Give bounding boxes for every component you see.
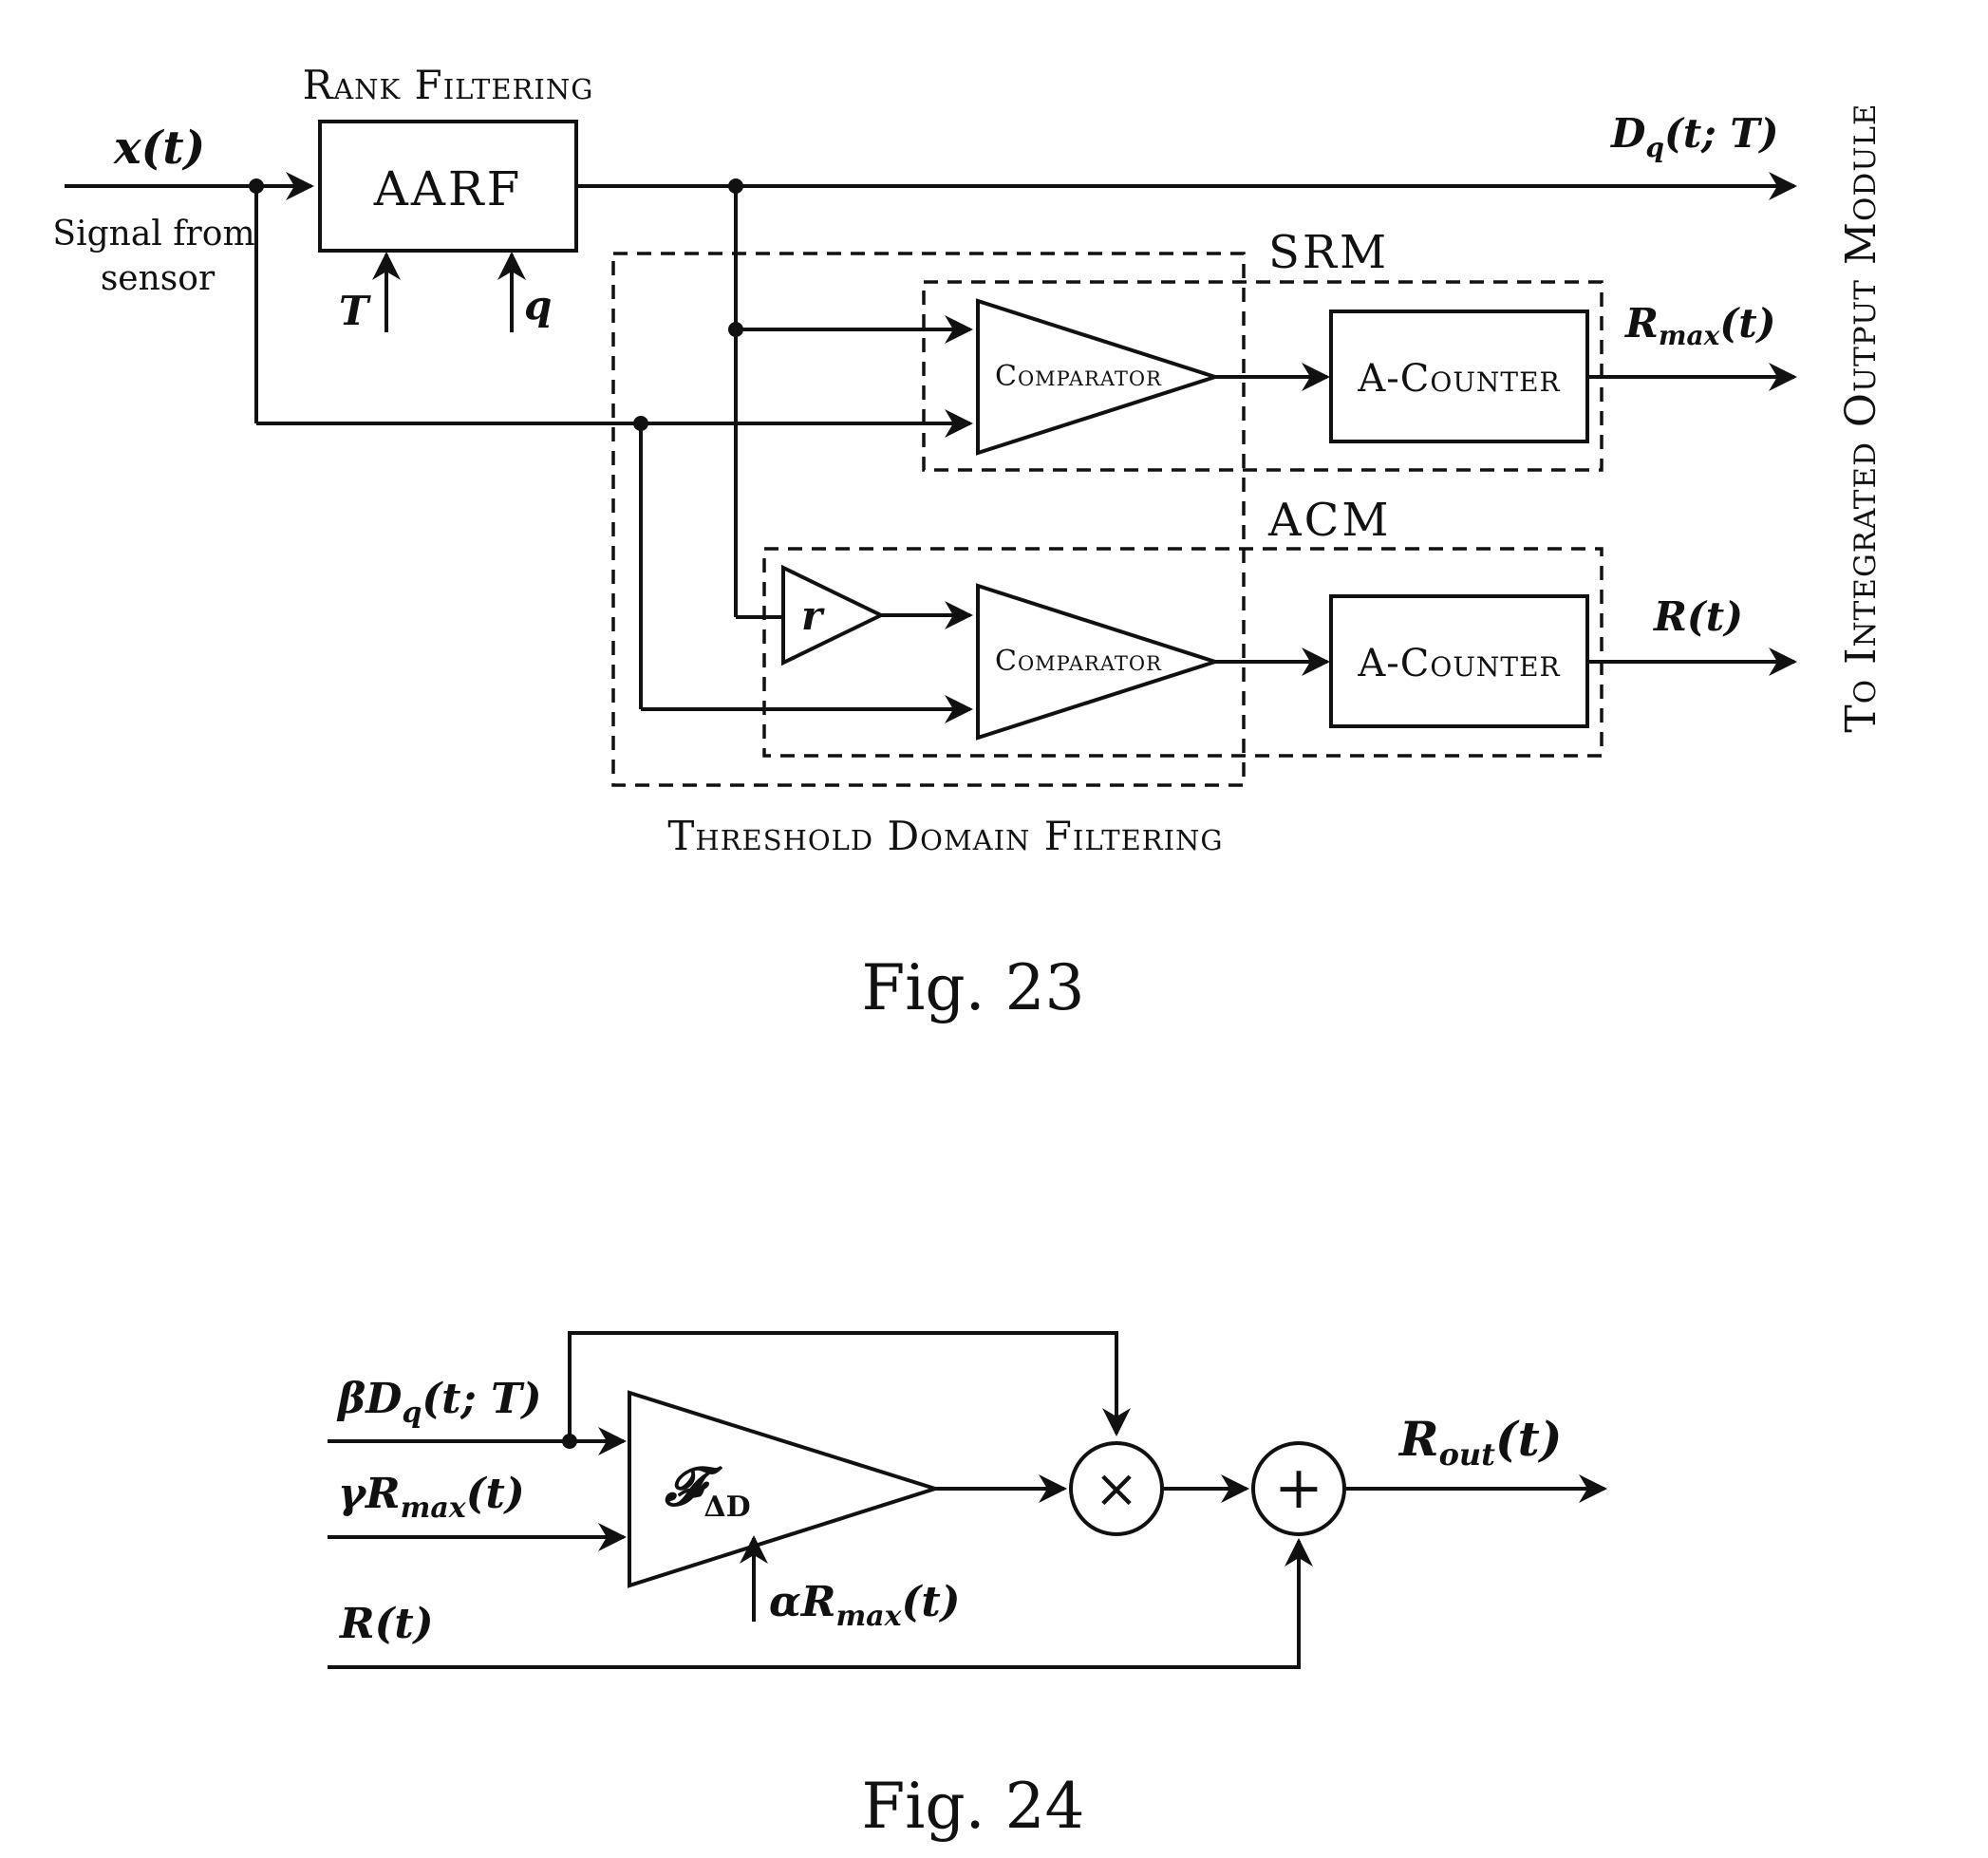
param-T-label: T xyxy=(339,288,371,334)
dq-output-label: Dq(t; T) xyxy=(1610,110,1779,163)
r-output-label: R(t) xyxy=(1653,593,1743,640)
fig23-caption: Fig. 23 xyxy=(861,951,1084,1024)
sum-symbol: + xyxy=(1274,1453,1323,1522)
srm-counter-label: A-Counter xyxy=(1357,357,1560,401)
rank-filtering-label: Rank Filtering xyxy=(303,62,594,108)
r-gain-triangle xyxy=(783,568,881,663)
input-note-line2: sensor xyxy=(101,259,216,298)
rout-output-label: Rout(t) xyxy=(1397,1411,1562,1473)
rmax-output-label: Rmax(t) xyxy=(1624,300,1776,351)
acm-comparator-label: Comparator xyxy=(995,645,1162,678)
aarf-label: AARF xyxy=(373,161,523,216)
integrated-output-label: To Integrated Output Module xyxy=(1837,103,1885,732)
r-input-label: R(t) xyxy=(338,1600,434,1648)
threshold-domain-label: Threshold Domain Filtering xyxy=(667,813,1223,859)
acm-counter-label: A-Counter xyxy=(1357,642,1560,685)
fig24-diagram: βDq(t; T) γRmax(t) 𝓕ΔD αRmax(t) × + R(t)… xyxy=(328,1333,1604,1843)
input-signal-label: x(t) xyxy=(113,122,205,175)
srm-comparator-label: Comparator xyxy=(995,360,1162,393)
input-note-line1: Signal from xyxy=(52,215,254,253)
srm-label: SRM xyxy=(1268,226,1389,279)
beta-input-label: βDq(t; T) xyxy=(336,1375,542,1430)
threshold-domain-box xyxy=(613,253,1244,785)
fig24-caption: Fig. 24 xyxy=(861,1770,1084,1843)
alpha-control-label: αRmax(t) xyxy=(769,1578,960,1633)
fig23-diagram: x(t) Signal from sensor Rank Filtering A… xyxy=(52,62,1885,1024)
multiply-symbol: × xyxy=(1095,1458,1139,1520)
param-q-label: q xyxy=(524,282,552,328)
acm-label: ACM xyxy=(1267,494,1392,547)
r-gain-label: r xyxy=(801,592,825,639)
gamma-input-label: γRmax(t) xyxy=(338,1470,525,1525)
